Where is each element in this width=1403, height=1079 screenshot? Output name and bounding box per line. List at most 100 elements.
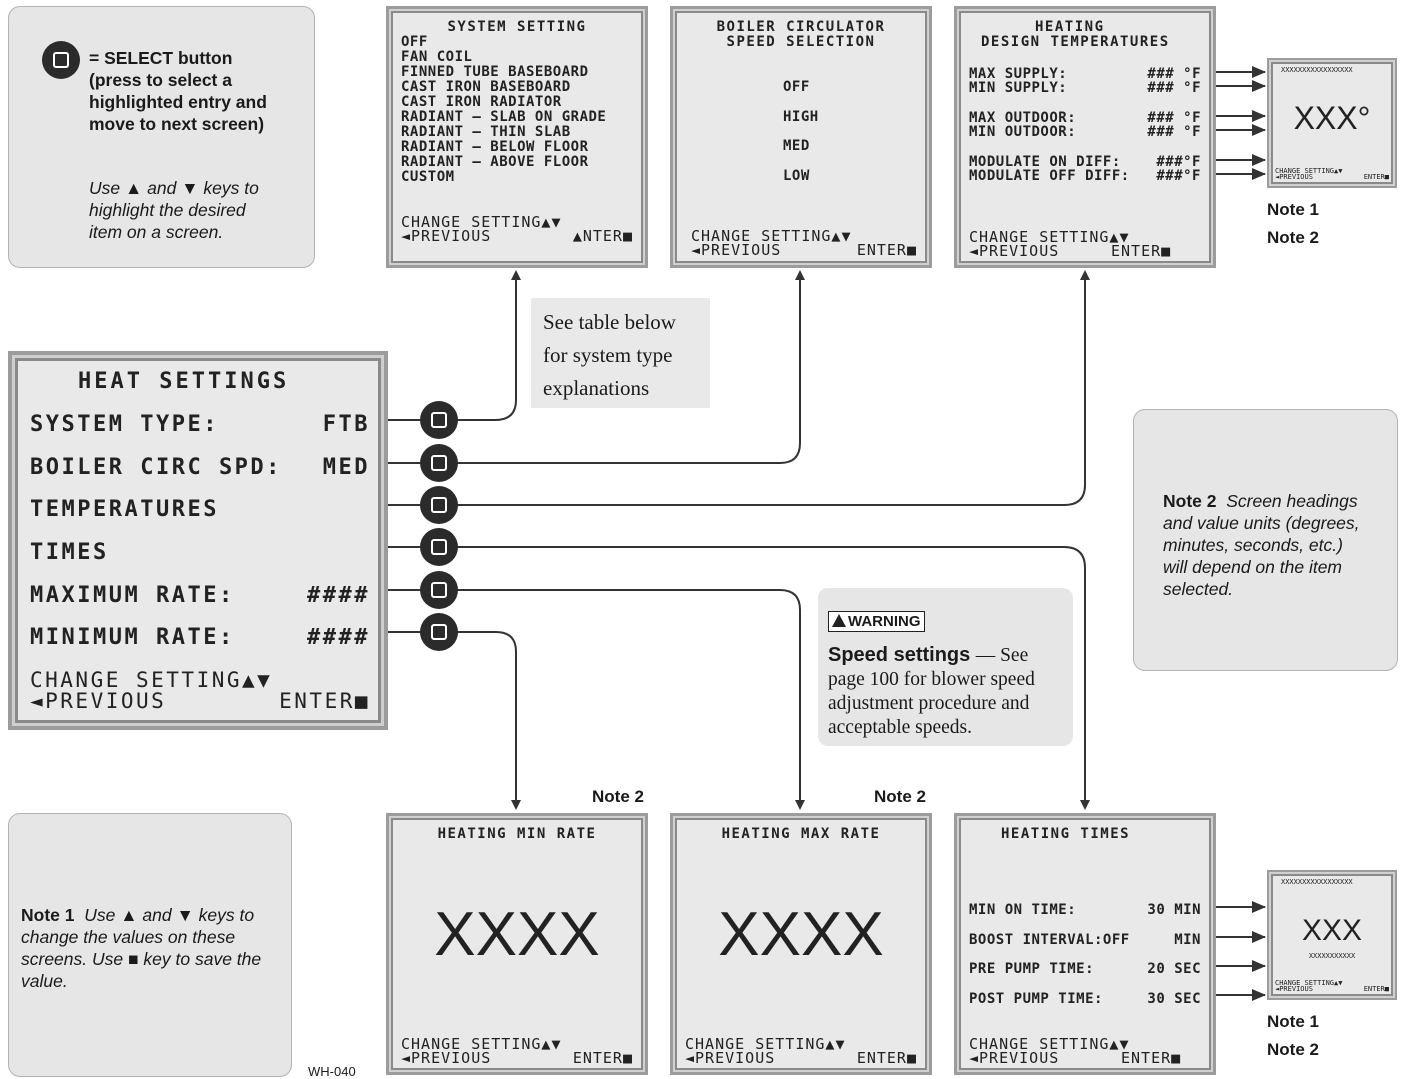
menu-item-times[interactable]: TIMES bbox=[30, 540, 109, 565]
times-row-label[interactable]: PRE PUMP TIME: bbox=[969, 961, 1095, 977]
menu-item-boiler-circ[interactable]: BOILER CIRC SPD: bbox=[30, 455, 282, 480]
times-row-value: MIN bbox=[1174, 932, 1201, 948]
system-option[interactable]: RADIANT – THIN SLAB bbox=[401, 124, 571, 140]
max-rate-note: Note 2 bbox=[874, 787, 926, 806]
select-button-temperatures[interactable] bbox=[420, 486, 458, 524]
select-button-icon bbox=[42, 41, 80, 79]
note2-text: Note 2 Screen headings and value units (… bbox=[1163, 491, 1360, 599]
min-rate-display: XXXX bbox=[434, 900, 600, 969]
min-rate-note: Note 2 bbox=[592, 787, 644, 806]
design-row-label[interactable]: MAX OUTDOOR: bbox=[969, 110, 1077, 126]
system-option[interactable]: FINNED TUBE BASEBOARD bbox=[401, 64, 589, 80]
system-type-value: FTB bbox=[322, 412, 370, 437]
warning-heading: Speed settings bbox=[828, 644, 971, 666]
select-button-min-rate[interactable] bbox=[420, 613, 458, 651]
boiler-speed-title-1: BOILER CIRCULATOR bbox=[716, 19, 886, 35]
change-setting-label: CHANGE SETTING▲▼ bbox=[1275, 979, 1343, 987]
max-rate-value: #### bbox=[307, 583, 370, 608]
design-row-label[interactable]: MODULATE OFF DIFF: bbox=[969, 168, 1130, 184]
design-title-2: DESIGN TEMPERATURES bbox=[981, 34, 1170, 50]
small-time-note2: Note 2 bbox=[1267, 1040, 1319, 1059]
boiler-circ-value: MED bbox=[322, 455, 370, 480]
speed-option[interactable]: OFF bbox=[783, 79, 810, 95]
system-option[interactable]: RADIANT – BELOW FLOOR bbox=[401, 139, 589, 155]
design-title-1: HEATING bbox=[1035, 19, 1105, 35]
warning-triangle-icon bbox=[832, 614, 846, 627]
design-row-value: ###°F bbox=[1156, 168, 1201, 184]
speed-option[interactable]: LOW bbox=[783, 168, 810, 184]
select-button-max-rate[interactable] bbox=[420, 571, 458, 609]
enter-button[interactable]: ENTER■ bbox=[1363, 173, 1389, 181]
select-description: = SELECT button (press to select a highl… bbox=[89, 48, 267, 134]
previous-button[interactable]: ◄PREVIOUS bbox=[30, 689, 167, 713]
connector-max-rate bbox=[388, 589, 805, 810]
enter-button[interactable]: ENTER■ bbox=[1363, 985, 1389, 993]
change-setting-label: CHANGE SETTING▲▼ bbox=[401, 213, 562, 231]
enter-button[interactable]: ENTER■ bbox=[1121, 1049, 1182, 1067]
keys-description: Use ▲ and ▼ keys to highlight the desire… bbox=[89, 178, 259, 242]
previous-button[interactable]: ◄PREVIOUS bbox=[969, 1049, 1060, 1067]
enter-button[interactable]: ENTER■ bbox=[1111, 242, 1172, 260]
system-option[interactable]: RADIANT – SLAB ON GRADE bbox=[401, 109, 607, 125]
previous-button[interactable]: ◄PREVIOUS bbox=[1275, 173, 1313, 181]
design-row-value: ###°F bbox=[1156, 154, 1201, 170]
system-option[interactable]: CAST IRON RADIATOR bbox=[401, 94, 562, 110]
change-setting-label: CHANGE SETTING▲▼ bbox=[1275, 167, 1343, 175]
heating-times-screen: HEATING TIMES MIN ON TIME: 30 MIN BOOST … bbox=[954, 813, 1216, 1075]
temp-value: XXX° bbox=[1293, 100, 1371, 136]
note2-label: Note 2 bbox=[1163, 491, 1217, 511]
change-setting-label: CHANGE SETTING▲▼ bbox=[969, 1035, 1130, 1053]
warning-text: Speed settings — See page 100 for blower… bbox=[828, 644, 1035, 738]
enter-button[interactable]: ENTER■ bbox=[572, 1049, 633, 1067]
design-row-value: ### °F bbox=[1147, 124, 1201, 140]
change-setting-label: CHANGE SETTING▲▼ bbox=[691, 227, 852, 245]
enter-button[interactable]: ENTER■ bbox=[279, 689, 370, 713]
design-row-label[interactable]: MIN SUPPLY: bbox=[969, 80, 1068, 96]
menu-item-system-type[interactable]: SYSTEM TYPE: bbox=[30, 412, 219, 437]
previous-button[interactable]: ◄PREVIOUS bbox=[685, 1049, 776, 1067]
select-button-boiler-circ[interactable] bbox=[420, 444, 458, 482]
enter-button[interactable]: ▲NTER■ bbox=[572, 227, 633, 245]
min-rate-value: #### bbox=[307, 625, 370, 650]
enter-button[interactable]: ENTER■ bbox=[856, 241, 917, 259]
select-button-system-type[interactable] bbox=[420, 401, 458, 439]
previous-button[interactable]: ◄PREVIOUS bbox=[969, 242, 1060, 260]
menu-item-temperatures[interactable]: TEMPERATURES bbox=[30, 497, 219, 522]
figure-id: WH-040 bbox=[308, 1064, 356, 1079]
previous-button[interactable]: ◄PREVIOUS bbox=[401, 227, 492, 245]
times-row-label[interactable]: MIN ON TIME: bbox=[969, 902, 1077, 918]
times-row-label[interactable]: BOOST INTERVAL:OFF bbox=[969, 932, 1130, 948]
times-row-value: 30 MIN bbox=[1147, 902, 1201, 918]
system-option[interactable]: CUSTOM bbox=[401, 169, 455, 185]
previous-button[interactable]: ◄PREVIOUS bbox=[401, 1049, 492, 1067]
max-rate-display: XXXX bbox=[718, 900, 884, 969]
menu-item-min-rate[interactable]: MINIMUM RATE: bbox=[30, 625, 235, 650]
connector-min-rate bbox=[388, 631, 521, 810]
menu-item-max-rate[interactable]: MAXIMUM RATE: bbox=[30, 583, 235, 608]
system-option[interactable]: RADIANT – ABOVE FLOOR bbox=[401, 154, 589, 170]
system-setting-screen: SYSTEM SETTING OFF FAN COIL FINNED TUBE … bbox=[386, 6, 648, 268]
design-row-value: ### °F bbox=[1147, 66, 1201, 82]
select-button-times[interactable] bbox=[420, 528, 458, 566]
change-setting-label: CHANGE SETTING▲▼ bbox=[969, 228, 1130, 246]
time-value-header: XXXXXXXXXXXXXXXXX bbox=[1281, 878, 1353, 886]
note2-box: Note 2 Screen headings and value units (… bbox=[1133, 409, 1398, 671]
enter-button[interactable]: ENTER■ bbox=[856, 1049, 917, 1067]
speed-option[interactable]: HIGH bbox=[783, 109, 819, 125]
design-row-label[interactable]: MAX SUPPLY: bbox=[969, 66, 1068, 82]
system-option[interactable]: CAST IRON BASEBOARD bbox=[401, 79, 571, 95]
small-time-note1: Note 1 bbox=[1267, 1012, 1319, 1031]
speed-option[interactable]: MED bbox=[783, 138, 810, 154]
design-row-label[interactable]: MIN OUTDOOR: bbox=[969, 124, 1077, 140]
boiler-speed-title-2: SPEED SELECTION bbox=[726, 34, 876, 50]
connector-temperatures bbox=[388, 270, 1090, 506]
previous-button[interactable]: ◄PREVIOUS bbox=[1275, 985, 1313, 993]
design-row-label[interactable]: MODULATE ON DIFF: bbox=[969, 154, 1121, 170]
times-row-label[interactable]: POST PUMP TIME: bbox=[969, 991, 1103, 1007]
system-option[interactable]: OFF bbox=[401, 34, 428, 50]
connector-boiler bbox=[388, 270, 805, 464]
design-temps-screen: HEATING DESIGN TEMPERATURES MAX SUPPLY: … bbox=[954, 6, 1216, 268]
previous-button[interactable]: ◄PREVIOUS bbox=[691, 241, 782, 259]
system-option[interactable]: FAN COIL bbox=[401, 49, 473, 65]
